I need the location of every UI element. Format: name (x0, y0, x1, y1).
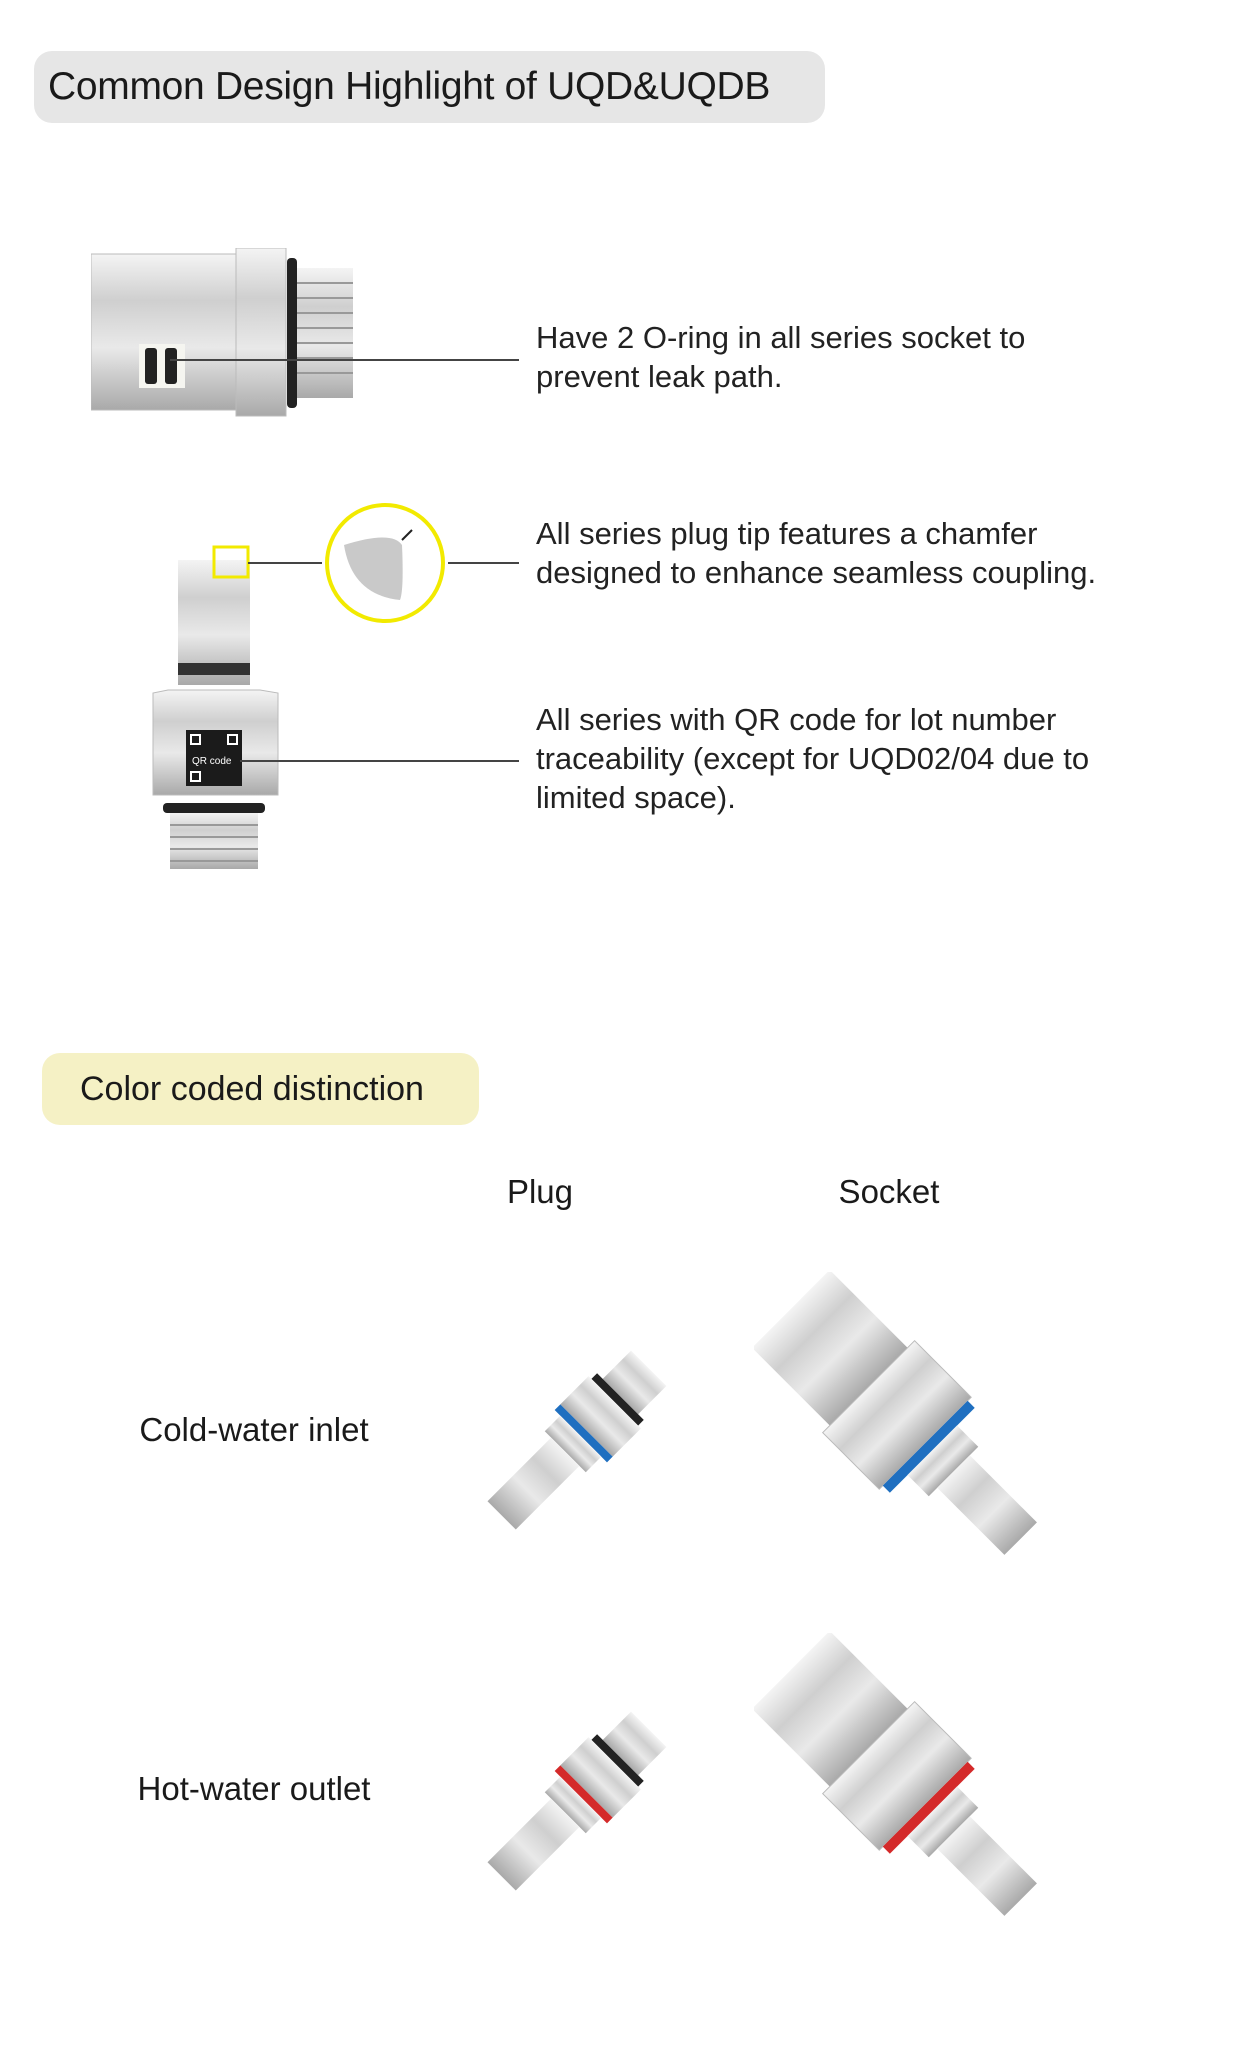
text-line: Have 2 O-ring in all series socket to (536, 320, 1026, 355)
socket-oring-image (91, 248, 353, 417)
qr-code-label: QR code (192, 756, 232, 767)
section-title-pill: Common Design Highlight of UQD&UQDB (34, 51, 825, 123)
chamfer-detail-icon (325, 503, 445, 623)
cold-socket-image (754, 1272, 1037, 1555)
leader-line (170, 359, 519, 361)
leader-line (248, 562, 322, 564)
text-line: traceability (except for UQD02/04 due to (536, 741, 1090, 776)
plug-qr-image: QR code (152, 545, 279, 869)
cold-plug-image (487, 1350, 667, 1530)
leader-line (240, 760, 519, 762)
column-header-socket: Socket (838, 1173, 940, 1210)
text-line: limited space). (536, 780, 736, 815)
text-line: All series plug tip features a chamfer (536, 516, 1038, 551)
row-label-hot: Hot-water outlet (137, 1770, 371, 1807)
highlight-chamfer: All series plug tip features a chamfer d… (536, 514, 1216, 592)
hot-plug-image (487, 1711, 667, 1891)
column-header-plug: Plug (506, 1173, 574, 1210)
highlight-oring: Have 2 O-ring in all series socket to pr… (536, 318, 1216, 396)
color-section-title: Color coded distinction (80, 1069, 424, 1108)
text-line: prevent leak path. (536, 359, 783, 394)
color-section-pill: Color coded distinction (42, 1053, 479, 1125)
text-line: designed to enhance seamless coupling. (536, 555, 1097, 590)
row-label-cold: Cold-water inlet (139, 1411, 369, 1448)
text-line: All series with QR code for lot number (536, 702, 1057, 737)
leader-line (448, 562, 519, 564)
hot-socket-image (754, 1633, 1037, 1916)
page-title: Common Design Highlight of UQD&UQDB (48, 65, 771, 108)
highlight-qr: All series with QR code for lot number t… (536, 700, 1216, 817)
